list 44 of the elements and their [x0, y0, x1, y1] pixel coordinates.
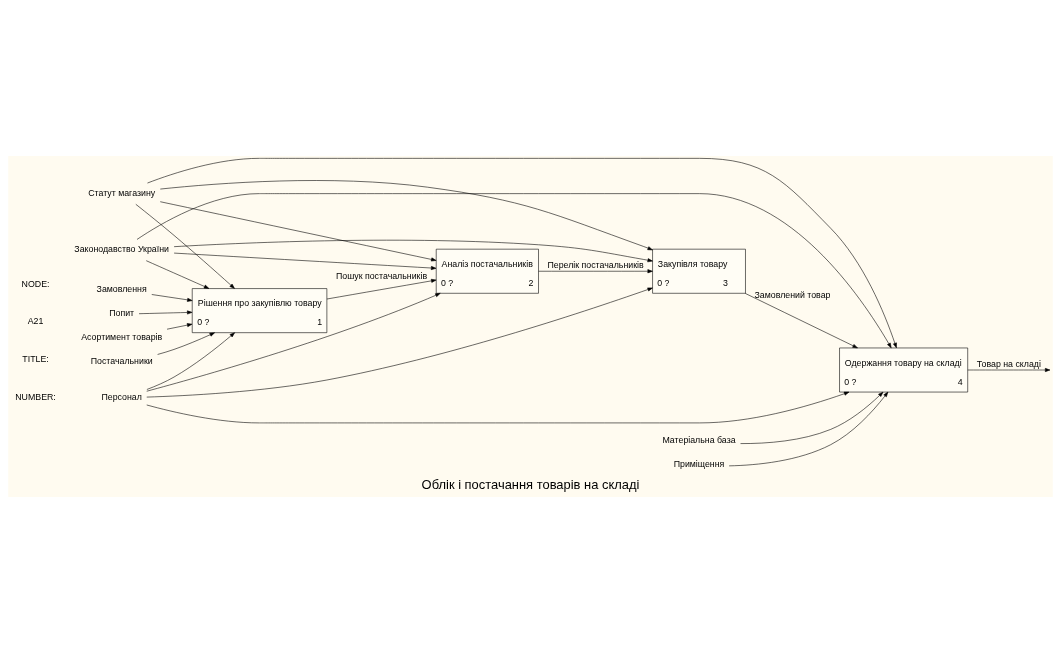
- arrow: [146, 391, 850, 423]
- arrow: [740, 391, 884, 444]
- edge-label: Замовлений товар: [754, 289, 831, 300]
- diagram-title: Облік і постачання товарів на складі: [421, 476, 640, 492]
- node-text: Статут магазину: [88, 187, 156, 198]
- arrow: [157, 331, 215, 355]
- arrow: [151, 293, 193, 302]
- arrow: [173, 252, 437, 270]
- arrow: [166, 322, 193, 329]
- arrow: [538, 268, 653, 273]
- arrow: [173, 239, 653, 262]
- node-text: Постачальники: [90, 355, 153, 366]
- label: TITLE:: [22, 353, 49, 364]
- node-text: Замовлення: [96, 283, 147, 294]
- edge-label: Товар на складі: [976, 358, 1041, 369]
- arrow: [145, 259, 210, 289]
- label: NODE:: [21, 278, 50, 289]
- arrow: [159, 200, 437, 261]
- node-text: Законодавство України: [74, 243, 169, 254]
- node-box: Закупівля товару 0 ? 3: [652, 248, 746, 294]
- node-box: Одержання товару на складі 0 ? 4: [839, 347, 968, 392]
- arrow: [744, 292, 858, 348]
- edge-label: Пошук постачальників: [335, 270, 428, 281]
- node-text: Асортимент товарів: [81, 331, 163, 342]
- arrow: [967, 367, 1051, 372]
- arrow: [147, 157, 897, 348]
- arrow: [146, 331, 235, 390]
- arrow: [326, 278, 437, 299]
- label: A21: [27, 315, 44, 326]
- node-text: Матеріальна база: [662, 434, 736, 445]
- label: NUMBER:: [15, 391, 56, 402]
- node-box: Рішення про закупівлю товару 0 ? 1: [191, 287, 328, 333]
- arrow: [146, 287, 653, 397]
- node-text: Попит: [109, 307, 135, 318]
- node-text: Персонал: [101, 391, 142, 402]
- edge-label: Перелік постачальників: [547, 259, 644, 270]
- arrow: [146, 292, 441, 392]
- arrow: [138, 310, 193, 314]
- arrow: [728, 391, 889, 466]
- arrow: [136, 192, 892, 348]
- node-box: Аналіз постачальників 0 ? 2: [435, 248, 539, 294]
- arrow: [135, 203, 235, 289]
- arrow: [160, 179, 653, 250]
- node-text: Приміщення: [673, 458, 725, 469]
